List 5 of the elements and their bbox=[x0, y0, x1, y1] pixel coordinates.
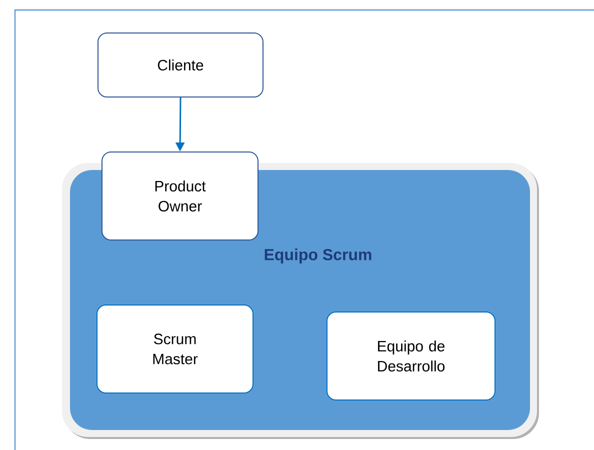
role-box: Scrum Master bbox=[96, 304, 254, 394]
client-box: Cliente bbox=[98, 32, 264, 98]
role-box: Equipo de Desarrollo bbox=[326, 312, 496, 400]
group-title: Equipo Scrum bbox=[264, 248, 372, 264]
role-box: Product Owner bbox=[102, 152, 258, 240]
